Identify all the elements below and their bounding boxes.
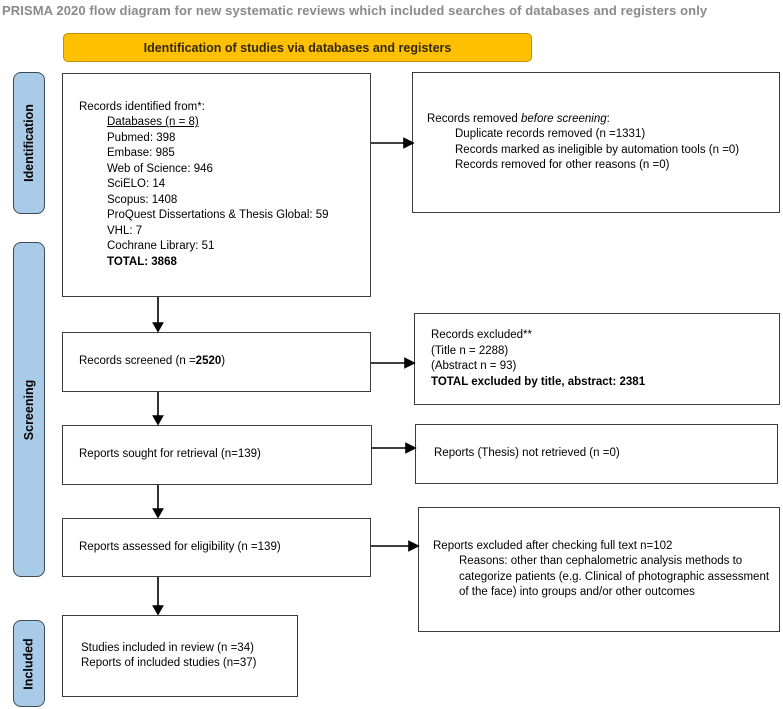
text-line: Web of Science: 946 xyxy=(107,162,213,175)
stage-label-text: Included xyxy=(22,637,36,690)
reports-assessed-label: Reports assessed for eligibility (n =139… xyxy=(79,540,281,553)
records-identified-intro: Records identified from*: xyxy=(79,100,205,113)
text-line: Pubmed: 398 xyxy=(107,131,176,144)
text-line: SciELO: 14 xyxy=(107,178,166,191)
fulltext-excluded-header: Reports excluded after checking full tex… xyxy=(433,539,673,552)
text-line: (Abstract n = 93) xyxy=(431,360,517,372)
text-line: Records marked as ineligible by automati… xyxy=(455,143,740,156)
fulltext-excluded-reasons: Reasons: other than cephalometric analys… xyxy=(459,555,770,598)
text-line: Records removed for other reasons (n =0) xyxy=(455,159,670,171)
records-removed-header: Records removed before screening: xyxy=(427,112,610,125)
text-line: VHL: 7 xyxy=(107,224,143,237)
box-reports-sought: Reports sought for retrieval (n=139) xyxy=(62,425,372,485)
arrowhead-sought-to-not-retrieved xyxy=(405,442,417,454)
arrowhead-screened-to-sought xyxy=(152,415,164,426)
reports-not-retrieved-label: Reports (Thesis) not retrieved (n =0) xyxy=(434,447,620,460)
text-line: Reports of included studies (n=37) xyxy=(81,657,257,669)
stage-label-text: Screening xyxy=(22,379,36,440)
arrowhead-assessed-to-included xyxy=(152,605,164,616)
text-line: Embase: 985 xyxy=(107,147,175,160)
databases-count: Databases (n = 8) xyxy=(107,116,199,129)
studies-included-lines: Studies included in review (n =34) Report… xyxy=(81,641,297,672)
text-line: Cochrane Library: 51 xyxy=(107,240,215,253)
records-excluded-lines: Records excluded** (Title n = 2288) (Abstr… xyxy=(431,328,779,375)
records-removed-list: Duplicate records removed (n =1331) Recor… xyxy=(427,127,773,174)
text-line: (Title n = 2288) xyxy=(431,344,509,357)
arrowhead-sought-to-assessed xyxy=(152,508,164,519)
arrowhead-assessed-to-fulltext xyxy=(408,540,420,552)
stage-label-identification: Identification xyxy=(13,72,45,214)
stage-label-text: Identification xyxy=(22,104,36,182)
arrowhead-screened-to-excluded xyxy=(404,357,416,369)
banner-identification-via-databases: Identification of studies via databases … xyxy=(63,33,532,62)
text-line: Records excluded** xyxy=(431,329,533,341)
box-reports-not-retrieved: Reports (Thesis) not retrieved (n =0) xyxy=(415,424,778,484)
box-reports-excluded-fulltext: Reports excluded after checking full tex… xyxy=(418,507,780,632)
text-line: Duplicate records removed (n =1331) xyxy=(455,128,646,140)
box-records-excluded: Records excluded** (Title n = 2288) (Abstr… xyxy=(414,313,780,405)
box-studies-included: Studies included in review (n =34) Report… xyxy=(62,615,298,697)
box-records-screened: Records screened (n =2520) xyxy=(62,332,371,392)
stage-label-included: Included xyxy=(13,620,45,707)
reports-sought-label: Reports sought for retrieval (n=139) xyxy=(79,448,261,461)
page-title: PRISMA 2020 flow diagram for new systema… xyxy=(2,3,708,18)
records-identified-total: TOTAL: 3868 xyxy=(107,255,177,268)
stage-label-screening: Screening xyxy=(13,242,45,577)
records-screened-label: Records screened (n =2520) xyxy=(79,355,226,368)
box-reports-assessed: Reports assessed for eligibility (n =139… xyxy=(62,518,371,577)
box-records-removed: Records removed before screening: Duplic… xyxy=(412,72,780,213)
text-line: Scopus: 1408 xyxy=(107,193,178,206)
records-excluded-total: TOTAL excluded by title, abstract: 2381 xyxy=(431,375,646,388)
banner-label: Identification of studies via databases … xyxy=(143,40,452,55)
box-records-identified: Records identified from*: Databases (n =… xyxy=(62,73,371,297)
text-line: Studies included in review (n =34) xyxy=(81,641,254,654)
text-line: ProQuest Dissertations & Thesis Global: … xyxy=(107,209,329,222)
arrowhead-identified-to-screened xyxy=(152,322,164,333)
